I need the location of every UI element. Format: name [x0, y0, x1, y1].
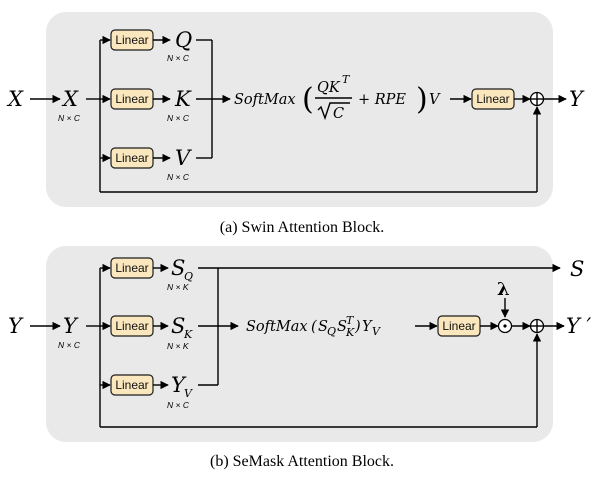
- semask-linear-out: Linear: [437, 315, 481, 337]
- swin-linear-out: Linear: [471, 88, 515, 110]
- swin-formula-v: V: [429, 92, 441, 108]
- semask-sq-dim: N × K: [167, 282, 189, 292]
- semask-formula: SoftMax ( S Q S T K ) Y V: [246, 314, 381, 339]
- swin-formula-sqrt: [317, 102, 350, 121]
- swin-v-dim: N × C: [167, 172, 190, 182]
- semask-linear-sq: Linear: [110, 257, 154, 279]
- semask-formula-open: (: [311, 319, 317, 335]
- semask-lambda: λ: [497, 279, 510, 300]
- semask-sq: S: [171, 256, 185, 280]
- swin-formula-num-sup: T: [342, 73, 351, 86]
- swin-formula-den: C: [333, 106, 344, 122]
- swin-attention-block: X X N × C Linear Linear Linear Q N × C K…: [6, 12, 585, 236]
- semask-multiply-op: [497, 318, 513, 334]
- swin-formula-rparen: ): [416, 82, 428, 117]
- swin-formula-rpe: + RPE: [358, 92, 406, 108]
- semask-formula-softmax: SoftMax: [246, 319, 308, 335]
- semask-sk: S: [171, 314, 185, 338]
- semask-yv-dim: N × C: [167, 400, 190, 410]
- swin-formula-num: QK: [317, 80, 341, 96]
- swin-k: K: [174, 87, 192, 111]
- swin-k-dim: N × C: [167, 113, 190, 123]
- semask-formula-close: ): [354, 319, 361, 335]
- semask-side-output: S: [570, 257, 584, 281]
- swin-formula-softmax: SoftMax: [234, 92, 296, 108]
- semask-formula-y-sub: V: [372, 325, 381, 338]
- swin-input-dim: N × C: [58, 113, 81, 123]
- semask-formula-s2-sup: T: [346, 314, 355, 327]
- semask-formula-s2: S: [337, 319, 347, 335]
- swin-linear-out-label: Linear: [476, 92, 509, 106]
- semask-attention-block: Y Y N × C Linear Linear Linear S Q N × K…: [8, 246, 592, 470]
- semask-linear-sk-label: Linear: [115, 319, 148, 333]
- semask-sq-sub: Q: [184, 270, 193, 283]
- semask-input-outer: Y: [8, 314, 24, 338]
- semask-linear-out-label: Linear: [442, 319, 475, 333]
- semask-linear-yv: Linear: [110, 374, 154, 396]
- swin-linear-q: Linear: [110, 29, 154, 51]
- semask-formula-y: Y: [362, 319, 373, 335]
- swin-linear-v-label: Linear: [115, 151, 148, 165]
- semask-formula-s2-sub: K: [345, 326, 355, 339]
- semask-add-op: [529, 318, 545, 334]
- semask-linear-sk: Linear: [110, 315, 154, 337]
- semask-sk-sub: K: [183, 328, 193, 341]
- semask-panel: [46, 246, 553, 442]
- semask-linear-sq-label: Linear: [115, 261, 148, 275]
- swin-formula: SoftMax ( QK T C + RPE ) V: [234, 73, 441, 122]
- semask-caption: (b) SeMask Attention Block.: [210, 453, 394, 470]
- swin-linear-q-label: Linear: [115, 33, 148, 47]
- swin-formula-lparen: (: [302, 82, 314, 117]
- semask-yv: Y: [171, 373, 187, 397]
- swin-output: Y: [569, 87, 585, 111]
- semask-formula-s1-sub: Q: [327, 325, 336, 338]
- swin-linear-k: Linear: [110, 88, 154, 110]
- swin-linear-k-label: Linear: [115, 92, 148, 106]
- swin-add-op: [529, 91, 545, 107]
- swin-input-outer: X: [6, 87, 24, 111]
- semask-output: Y ′: [566, 314, 592, 338]
- swin-q-dim: N × C: [167, 53, 190, 63]
- semask-input-inner: Y: [63, 314, 79, 338]
- swin-v: V: [175, 146, 192, 170]
- swin-q: Q: [175, 28, 192, 52]
- semask-input-dim: N × C: [58, 340, 81, 350]
- semask-yv-sub: V: [184, 387, 193, 400]
- semask-sk-dim: N × K: [167, 341, 189, 351]
- semask-linear-yv-label: Linear: [115, 378, 148, 392]
- swin-linear-v: Linear: [110, 147, 154, 169]
- swin-panel: [46, 12, 553, 207]
- swin-input-inner: X: [61, 87, 79, 111]
- swin-caption: (a) Swin Attention Block.: [220, 219, 384, 236]
- semask-formula-s1: S: [318, 319, 328, 335]
